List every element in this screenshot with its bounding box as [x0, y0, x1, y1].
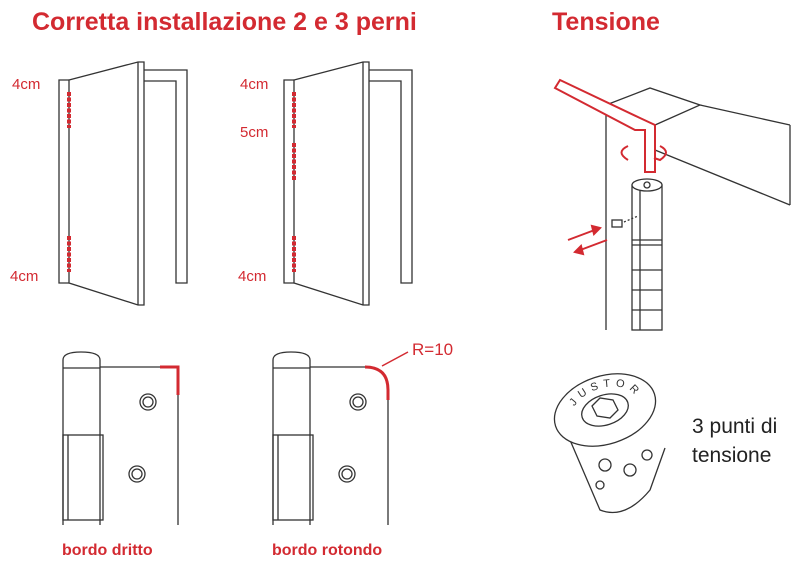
radius-label: R=10 — [412, 340, 454, 359]
push-arrows — [567, 224, 608, 256]
tension-cap-icon — [553, 373, 666, 514]
door1-top-measure: 4cm — [12, 76, 41, 93]
round-edge-caption: bordo rotondo — [272, 542, 383, 559]
door2-top-measure: 4cm — [240, 76, 269, 93]
hinge-round-edge — [272, 351, 389, 525]
hinge-straight-edge — [62, 351, 179, 525]
tension-note: 3 punti di tensione — [692, 412, 777, 470]
tension-title: Tensione — [552, 8, 660, 36]
tension-note-line2: tensione — [692, 444, 772, 467]
allen-key — [553, 78, 656, 173]
installation-title: Corretta installazione 2 e 3 perni — [32, 8, 417, 36]
door1-bottom-measure: 4cm — [10, 268, 39, 285]
straight-edge-caption: bordo dritto — [62, 542, 153, 559]
radius-leader-line — [381, 351, 409, 367]
round-corner-marker — [364, 365, 390, 400]
rotation-arrow — [620, 145, 667, 162]
door2-bottom-measure: 4cm — [238, 268, 267, 285]
door2-middle-measure: 5cm — [240, 124, 269, 141]
hinge-markers — [67, 92, 296, 272]
door-3-pins — [283, 61, 413, 306]
door-2-pins — [58, 61, 188, 306]
straight-corner-marker — [160, 365, 180, 395]
tension-note-line1: 3 punti di — [692, 415, 778, 438]
